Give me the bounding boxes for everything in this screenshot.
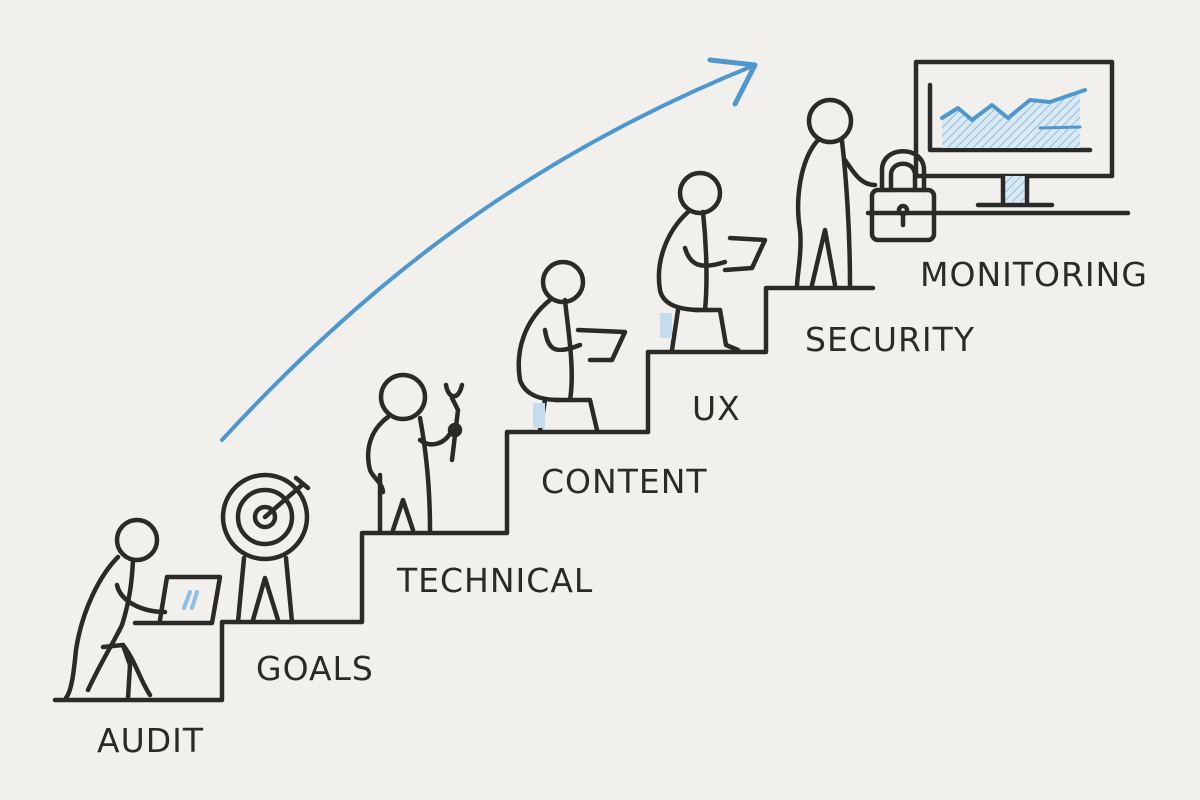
person-with-tablet-icon [656, 170, 768, 353]
person-with-wrench-icon [365, 372, 465, 533]
step-label-technical: TECHNICAL [397, 561, 594, 600]
step-label-content: CONTENT [541, 462, 708, 501]
staircase [52, 210, 1131, 703]
upward-trend-arrow-icon [220, 57, 758, 442]
step-label-security: SECURITY [805, 320, 975, 359]
step-label-goals: GOALS [256, 649, 374, 688]
target-icon [220, 472, 311, 625]
step-label-audit: AUDIT [97, 721, 205, 760]
monitor-chart-icon [913, 59, 1115, 208]
step-label-ux: UX [692, 389, 741, 428]
person-with-laptop-icon [63, 517, 223, 701]
person-writing-notepad-icon [516, 259, 628, 433]
step-label-monitoring: MONITORING [920, 255, 1148, 294]
person-with-padlock-icon [794, 97, 937, 288]
